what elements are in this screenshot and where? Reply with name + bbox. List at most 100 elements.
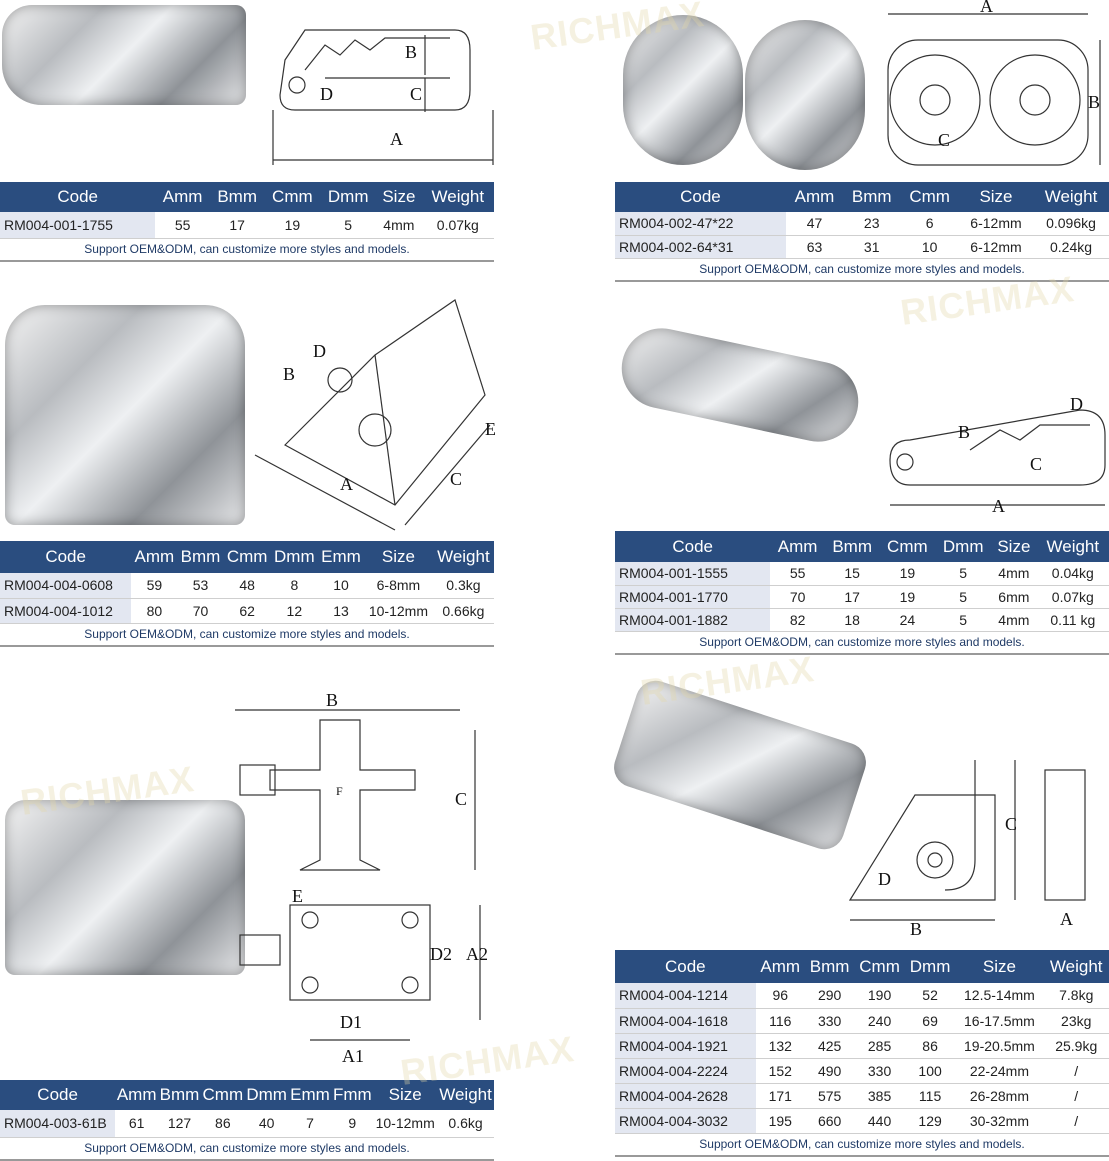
dimension-drawing: A B C D E (254, 299, 495, 531)
spec-cell: 132 (755, 1033, 805, 1059)
oem-note: Support OEM&ODM, can customize more styl… (615, 631, 1109, 655)
spec-cell: 116 (755, 1008, 805, 1034)
spec-cell: 115 (904, 1083, 956, 1109)
spec-cell: 385 (854, 1083, 905, 1109)
spec-cell: 10 (900, 235, 959, 259)
spec-cell: 12.5-14mm (955, 983, 1044, 1009)
column-header: Code (0, 1080, 116, 1110)
dim-label-d2: D2 (430, 944, 452, 964)
spec-cell: 0.07kg (1036, 585, 1109, 609)
column-header: Amm (785, 182, 844, 212)
oem-note: Support OEM&ODM, can customize more styl… (615, 258, 1109, 282)
spec-cell: / (1043, 1083, 1109, 1109)
column-header: Code (0, 541, 132, 573)
column-header: Amm (755, 950, 805, 983)
product-code-cell: RM004-002-47*22 (615, 212, 786, 236)
spec-cell: 8 (270, 573, 318, 599)
column-header: Size (991, 531, 1037, 562)
spec-cell: 285 (854, 1033, 905, 1059)
spec-cell: 171 (755, 1083, 805, 1109)
dim-label-d: D (878, 869, 891, 889)
dim-label-e: E (292, 886, 303, 906)
spec-cell: 6mm (991, 585, 1037, 609)
product-code-cell: RM004-004-1921 (615, 1033, 756, 1059)
spec-cell: 61 (115, 1110, 159, 1138)
spec-cell: 4mm (991, 562, 1037, 586)
spec-cell: 19 (264, 212, 321, 239)
spec-cell: 17 (824, 585, 880, 609)
spec-cell: 18 (824, 608, 880, 632)
note-row: Support OEM&ODM, can customize more styl… (615, 1133, 1109, 1157)
column-header: Weight (421, 182, 494, 212)
column-header: Fmm (331, 1080, 374, 1110)
product-code-cell: RM004-001-1770 (615, 585, 771, 609)
dim-label-c: C (450, 469, 462, 489)
dimension-drawing: A B C D (889, 394, 1106, 516)
spec-cell: 0.66kg (432, 598, 494, 624)
spec-cell: 425 (804, 1033, 855, 1059)
dim-label-b: B (326, 690, 338, 710)
column-header: Weight (1036, 531, 1109, 562)
product-code-cell: RM004-004-1012 (0, 598, 132, 624)
dim-label-a: A (992, 496, 1005, 516)
column-header: Size (364, 541, 433, 573)
product-photo (623, 15, 743, 165)
column-header: Bmm (824, 531, 880, 562)
dim-label-e: E (485, 419, 495, 439)
spec-cell: 7.8kg (1043, 983, 1109, 1009)
oem-note: Support OEM&ODM, can customize more styl… (0, 238, 494, 262)
spec-cell: 290 (804, 983, 855, 1009)
dim-label-a: A (340, 474, 353, 494)
spec-cell: 31 (843, 235, 901, 259)
column-header: Code (615, 182, 786, 212)
column-header: Cmm (854, 950, 905, 983)
column-header: Amm (131, 541, 178, 573)
spec-cell: 13 (317, 598, 365, 624)
oem-note: Support OEM&ODM, can customize more styl… (0, 1137, 494, 1161)
spec-cell: 0.3kg (432, 573, 494, 599)
spec-cell: 152 (755, 1058, 805, 1084)
product-code-cell: RM004-001-1555 (615, 562, 771, 586)
column-header: Weight (437, 1080, 494, 1110)
column-header: Code (0, 182, 156, 212)
dim-label-f: F (336, 784, 343, 798)
spec-cell: 190 (854, 983, 905, 1009)
product-photo (5, 305, 245, 525)
spec-cell: 660 (804, 1108, 855, 1134)
column-header: Code (615, 950, 756, 983)
product-code-cell: RM004-001-1755 (0, 212, 156, 239)
product-code-cell: RM004-004-3032 (615, 1108, 756, 1134)
spec-cell: 0.24kg (1033, 235, 1109, 259)
spec-cell: 82 (770, 608, 825, 632)
dim-label-b: B (405, 42, 417, 62)
column-header: Weight (1043, 950, 1109, 983)
spec-cell: 4mm (991, 608, 1037, 632)
spec-cell: 80 (131, 598, 178, 624)
spec-cell: 6-8mm (364, 573, 433, 599)
spec-cell: 9 (331, 1110, 374, 1138)
spec-cell: 59 (131, 573, 178, 599)
spec-cell: 10 (317, 573, 365, 599)
column-header: Cmm (900, 182, 959, 212)
spec-cell: / (1043, 1058, 1109, 1084)
product-photo (2, 5, 246, 105)
spec-cell: 19-20.5mm (955, 1033, 1044, 1059)
spec-cell: 69 (904, 1008, 956, 1034)
column-header: Amm (155, 182, 210, 212)
